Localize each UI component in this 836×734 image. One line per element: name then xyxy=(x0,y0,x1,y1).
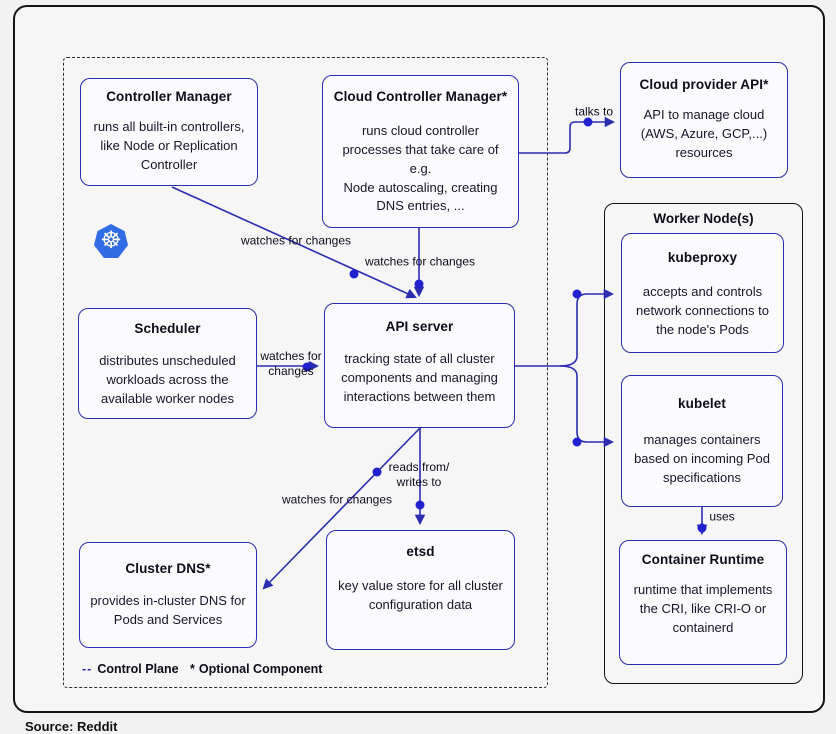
node-body: tracking state of all cluster components… xyxy=(341,351,498,404)
node-title: Container Runtime xyxy=(641,552,765,567)
node-title: Cloud Controller Manager* xyxy=(333,89,508,104)
node-etsd: etsd key value store for all cluster con… xyxy=(326,530,515,650)
legend-asterisk: * xyxy=(190,662,195,676)
legend-optional-component: *Optional Component xyxy=(190,662,322,676)
legend-optional-label: Optional Component xyxy=(198,662,323,676)
legend-control-plane-label: Control Plane xyxy=(97,662,179,676)
worker-node-title: Worker Node(s) xyxy=(653,211,754,226)
node-cloud-provider-api: Cloud provider API* API to manage cloud … xyxy=(620,62,788,178)
node-title: kubelet xyxy=(678,396,726,411)
node-container-runtime: Container Runtime runtime that implement… xyxy=(619,540,787,665)
node-body: manages containers based on incoming Pod… xyxy=(634,432,770,485)
node-body: runtime that implements the CRI, like CR… xyxy=(633,582,773,635)
legend-dash-sample: -- xyxy=(82,662,93,676)
node-body: key value store for all cluster configur… xyxy=(338,578,503,612)
node-body: runs cloud controller processes that tak… xyxy=(342,123,499,214)
edge-label-reads-writes: reads from/ writes to xyxy=(388,460,450,489)
node-cluster-dns: Cluster DNS* provides in-cluster DNS for… xyxy=(79,542,257,648)
node-title: etsd xyxy=(406,544,435,559)
node-body: accepts and controls network connections… xyxy=(636,284,769,337)
node-title: Scheduler xyxy=(134,321,201,336)
node-controller-manager: Controller Manager runs all built-in con… xyxy=(80,78,258,186)
node-api-server: API server tracking state of all cluster… xyxy=(324,303,515,428)
node-kubelet: kubelet manages containers based on inco… xyxy=(621,375,783,507)
edge-label-uses: uses xyxy=(709,509,735,524)
kubernetes-logo-icon: ☸ xyxy=(94,224,128,258)
node-body: distributes unscheduled workloads across… xyxy=(99,353,236,406)
node-cloud-controller-manager: Cloud Controller Manager* runs cloud con… xyxy=(322,75,519,228)
edge-label-dns-watches: watches for changes xyxy=(281,492,393,507)
node-title: kubeproxy xyxy=(667,250,738,265)
edge-label-talks-to: talks to xyxy=(574,104,614,119)
node-body: provides in-cluster DNS for Pods and Ser… xyxy=(90,593,246,627)
node-title: Controller Manager xyxy=(106,89,232,104)
node-scheduler: Scheduler distributes unscheduled worklo… xyxy=(78,308,257,419)
control-plane-boundary xyxy=(63,57,548,688)
edge-label-cm-watches: watches for changes xyxy=(240,233,352,248)
edge-label-ccm-watches: watches for changes xyxy=(364,254,476,269)
node-title: Cloud provider API* xyxy=(639,77,769,92)
node-body: API to manage cloud (AWS, Azure, GCP,...… xyxy=(640,107,768,160)
source-attribution: Source: Reddit xyxy=(25,719,118,734)
node-title: API server xyxy=(385,319,454,334)
legend-control-plane: -- Control Plane xyxy=(82,662,179,676)
node-title: Cluster DNS* xyxy=(125,561,211,576)
edge-label-scheduler-watches: watches for changes xyxy=(260,349,322,378)
node-body: runs all built-in controllers, like Node… xyxy=(93,119,245,172)
helm-wheel-icon: ☸ xyxy=(100,226,122,254)
node-kubeproxy: kubeproxy accepts and controls network c… xyxy=(621,233,784,353)
